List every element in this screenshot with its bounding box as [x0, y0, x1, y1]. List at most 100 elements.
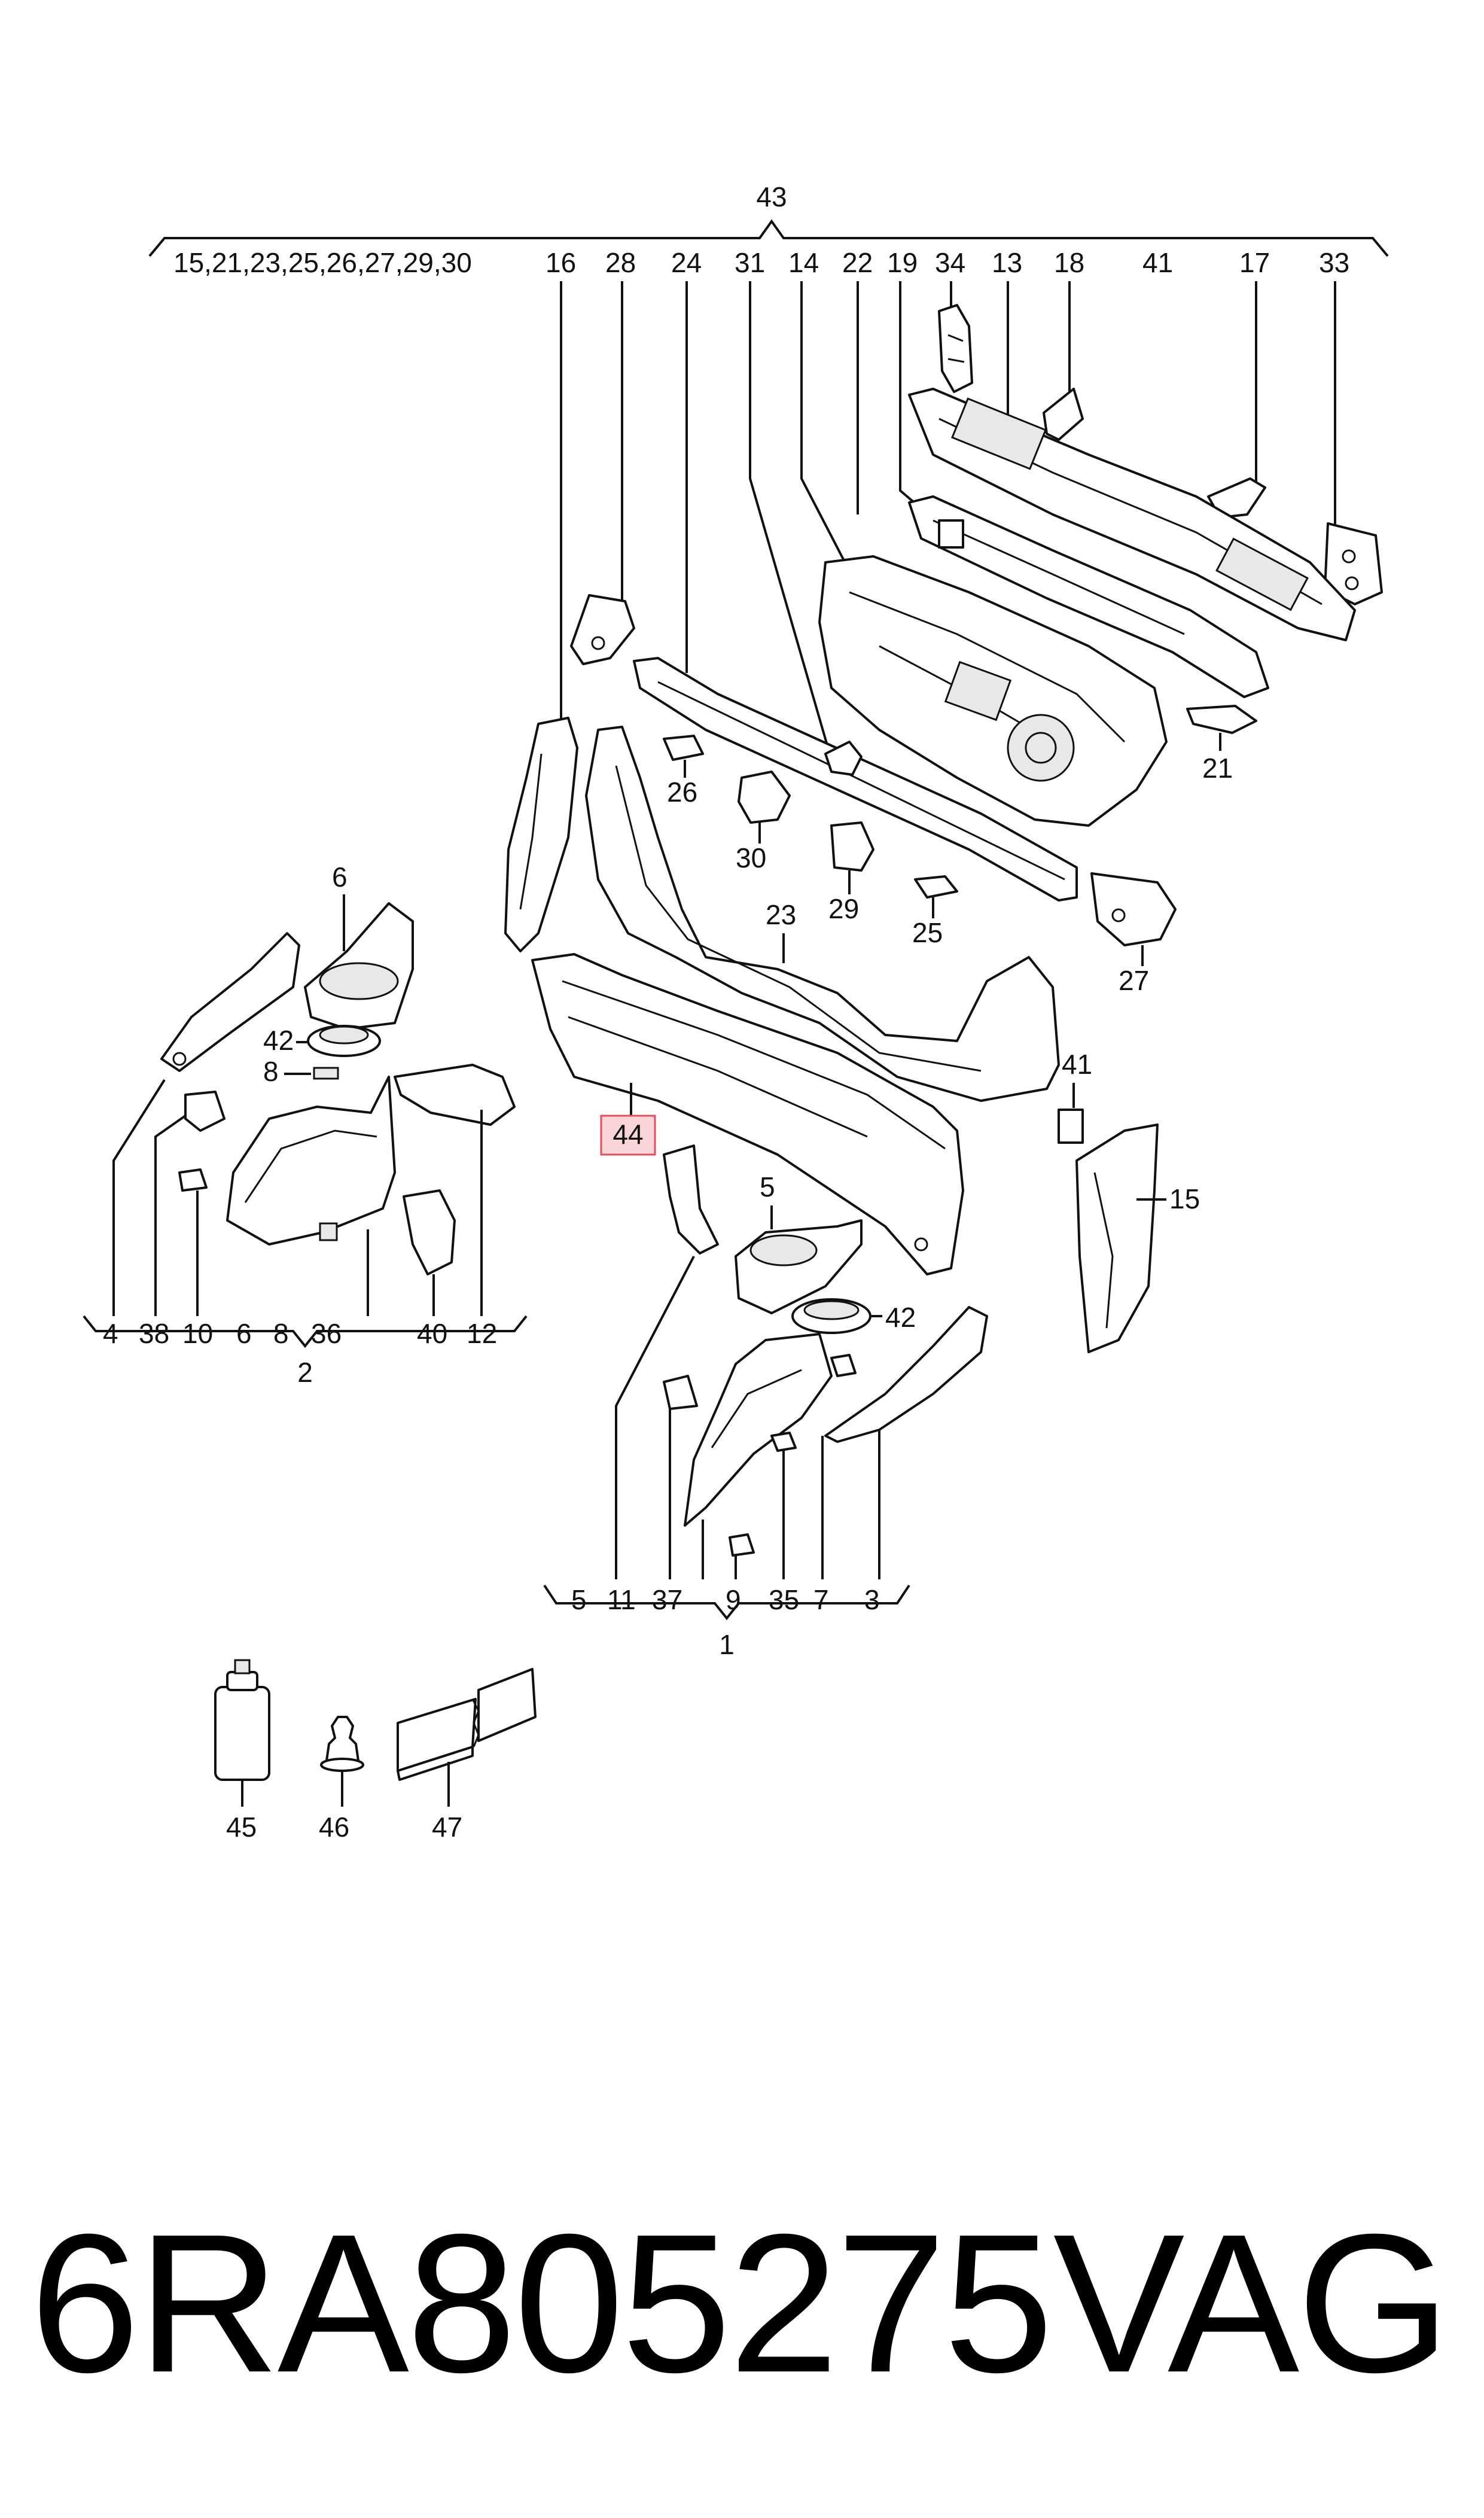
callout-left-0: 4: [103, 1318, 118, 1349]
part-29-bracket: [830, 821, 874, 872]
part-30-bracket: [738, 771, 791, 824]
part-28-bracket: [570, 594, 635, 665]
part-6-strut-tower-left: [304, 902, 414, 1030]
callout-6-floating: 6: [332, 861, 348, 893]
part-7-wheelhouse-right: [684, 1333, 833, 1527]
part-23-bulkhead-upper: [585, 726, 1060, 1102]
callout-47: 47: [432, 1811, 462, 1843]
part-38-bracket: [184, 1091, 226, 1132]
bottom-leader-lines: [615, 1256, 880, 1579]
callout-44-highlight: 44: [600, 1083, 656, 1156]
callout-top-13: 33: [1319, 247, 1349, 278]
callout-42-right: 42: [885, 1302, 916, 1333]
part-42-mount-left: [307, 1025, 381, 1057]
top-leader-lines: [560, 281, 1336, 760]
callout-left-3: 6: [236, 1318, 252, 1349]
bottom-callout-labels: 5 11 37 9 35 7 3: [571, 1584, 880, 1615]
callout-top-9: 13: [992, 247, 1022, 278]
part-19-crossmember: [908, 495, 1269, 698]
part-16-a-pillar: [504, 717, 578, 952]
callout-left-1: 38: [139, 1318, 169, 1349]
part-35-clip: [770, 1432, 797, 1452]
part-31-bracket: [824, 741, 863, 776]
part-21-bracket: [1186, 705, 1257, 734]
footer-caption: 6RA805275 VAG: [0, 2178, 1484, 2429]
callout-bottom-5: 7: [813, 1584, 829, 1615]
left-group-bracket: [83, 1315, 528, 1348]
part-36-clip: [319, 1222, 338, 1241]
callout-bottom-6: 3: [864, 1584, 880, 1615]
part-5-strut-tower-right: [735, 1219, 863, 1314]
callout-top-1: 16: [546, 247, 576, 278]
part-40-shield: [403, 1189, 456, 1275]
callout-21-floating: 21: [1202, 753, 1233, 784]
part-8-bolt: [313, 1067, 339, 1080]
callout-left-6: 40: [417, 1318, 447, 1349]
callout-5-floating: 5: [760, 1171, 775, 1202]
part-6-wheelhouse-left: [226, 1076, 396, 1246]
part-18-bracket: [1043, 388, 1084, 441]
callout-26-floating: 26: [667, 777, 697, 808]
part-46-grommet: [320, 1716, 364, 1772]
callout-left-2: 10: [182, 1318, 213, 1349]
top-group-label: 43: [756, 181, 787, 212]
part-44-bulkhead-lower: [531, 953, 964, 1275]
part-34-bracket: [938, 304, 973, 393]
part-45-sealant-bottle: [214, 1659, 270, 1781]
callout-top-6: 22: [842, 247, 873, 278]
part-3-wheelhouse-rail-right: [824, 1306, 988, 1443]
callout-top-8: 34: [935, 247, 965, 278]
callout-46: 46: [319, 1811, 349, 1843]
callout-top-3: 24: [671, 247, 702, 278]
callout-bottom-4: 35: [769, 1584, 799, 1615]
callout-top-5: 14: [788, 247, 819, 278]
part-clip-right: [830, 1354, 857, 1377]
callout-top-11: 41: [1142, 247, 1173, 278]
part-4-wheelhouse-rail: [160, 932, 300, 1072]
callout-45: 45: [226, 1811, 257, 1843]
bottom-group-label: 1: [719, 1629, 735, 1660]
part-11-bracket: [663, 1144, 719, 1255]
part-42-mount-right: [791, 1298, 871, 1334]
part-15-pillar-right: [1075, 1123, 1159, 1353]
part-22-clip: [938, 519, 964, 549]
callout-30-floating: 30: [736, 842, 766, 873]
part-25-clip: [914, 875, 958, 899]
left-callout-labels: 4 38 10 6 8 36 40 12: [103, 1318, 497, 1349]
callout-bottom-2: 37: [652, 1584, 682, 1615]
left-leader-lines: [112, 1079, 483, 1316]
callout-top-4: 31: [735, 247, 765, 278]
callout-top-7: 19: [887, 247, 918, 278]
callout-15-floating: 15: [1169, 1183, 1200, 1214]
parts-diagram: 43 15,21,23,25,26,27,29,30 16 28 24 31 1…: [83, 181, 1389, 1843]
callout-top-0: 15,21,23,25,26,27,29,30: [173, 247, 472, 278]
callout-left-7: 12: [467, 1318, 497, 1349]
callout-41-floating: 41: [1062, 1049, 1092, 1080]
part-10-clip: [178, 1168, 208, 1192]
part-12-bracket: [394, 1064, 516, 1126]
callout-44: 44: [613, 1119, 643, 1150]
part-13-crossmember: [908, 388, 1356, 641]
part-14-bulkhead-panel: [818, 555, 1168, 827]
bottom-group-bracket: [543, 1584, 910, 1621]
callout-25-floating: 25: [912, 917, 943, 948]
callout-bottom-1: 11: [607, 1584, 636, 1615]
top-group-bracket: [148, 219, 1389, 257]
callout-23-floating: 23: [766, 899, 796, 930]
callout-top-2: 28: [605, 247, 636, 278]
part-9-clip: [729, 1533, 755, 1557]
part-number: 6RA805275: [30, 2193, 1053, 2413]
callout-27-floating: 27: [1119, 965, 1149, 996]
part-26-clip: [663, 735, 704, 761]
part-41-clip: [1058, 1109, 1084, 1144]
callout-42-left: 42: [263, 1025, 294, 1056]
callout-29-floating: 29: [828, 893, 859, 924]
top-callout-labels: 15,21,23,25,26,27,29,30 16 28 24 31 14 2…: [173, 247, 1349, 278]
callout-bottom-0: 5: [571, 1584, 587, 1615]
callout-top-12: 17: [1239, 247, 1270, 278]
part-47-insulation-mat: [397, 1668, 537, 1781]
callout-left-4: 8: [273, 1318, 289, 1349]
callout-8-floating: 8: [263, 1056, 279, 1087]
left-group-label: 2: [297, 1357, 313, 1388]
callout-top-10: 18: [1054, 247, 1084, 278]
